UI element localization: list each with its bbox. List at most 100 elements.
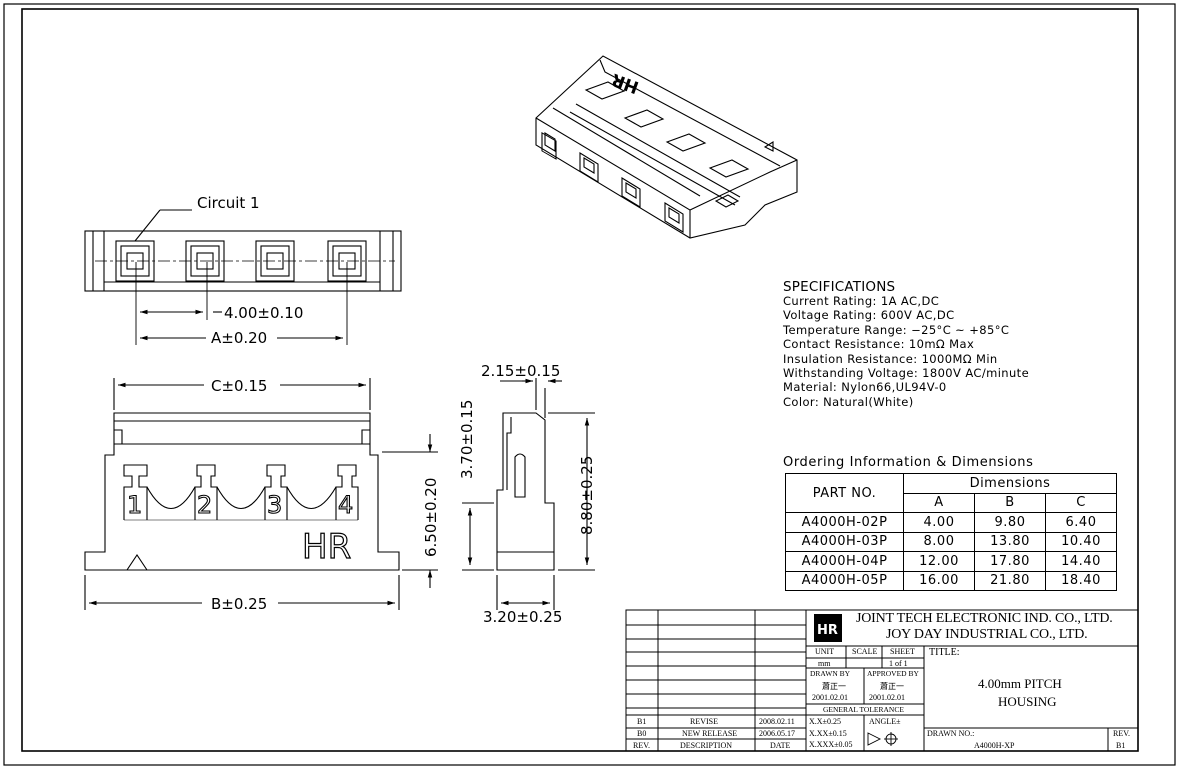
dim-650: 6.50±0.20 <box>422 478 440 557</box>
drawing-no: A4000H-XP <box>974 741 1015 750</box>
revision-rev: B0 <box>637 729 647 738</box>
outer-border <box>3 3 1176 766</box>
a-cell: 8.00 <box>903 531 975 552</box>
spec-line: Material: Nylon66,UL94V-0 <box>783 380 947 395</box>
ordering-table: PART NO. Dimensions A B C A4000H-02P 4.0… <box>785 473 1117 591</box>
approved-date: 2001.02.01 <box>869 693 905 702</box>
revision-rev: B1 <box>637 717 647 726</box>
b-cell: 21.80 <box>974 570 1046 591</box>
date-header: DATE <box>770 741 791 750</box>
col-header: B <box>974 492 1046 513</box>
dim-c: C±0.15 <box>211 377 267 395</box>
revision-desc: REVISE <box>690 717 718 726</box>
drawn-by-label: DRAWN BY <box>810 669 851 678</box>
c-cell: 6.40 <box>1045 512 1117 533</box>
circuit-label: Circuit 1 <box>197 194 260 212</box>
spec-line: Voltage Rating: 600V AC,DC <box>783 308 955 323</box>
company-name-2: JOY DAY INDUSTRIAL CO., LTD. <box>886 627 1088 642</box>
approved-by-label: APPROVED BY <box>867 669 919 678</box>
rev-label: REV. <box>1113 729 1130 738</box>
svg-text:HR: HR <box>609 69 642 97</box>
ordering-title: Ordering Information & Dimensions <box>783 455 1034 470</box>
spec-line: Insulation Resistance: 1000MΩ Min <box>783 351 998 366</box>
pin-numbers: 1 2 3 4 <box>126 490 353 519</box>
dim-370: 3.70±0.15 <box>458 400 476 479</box>
dims-header: Dimensions <box>903 473 1117 494</box>
a-cell: 4.00 <box>903 512 975 533</box>
dimension-labels: Circuit 1 4.00±0.10 A±0.20 C±0.15 B±0.25… <box>197 194 596 626</box>
unit-value: mm <box>818 659 831 668</box>
revision-date: 2008.02.11 <box>759 717 795 726</box>
a-cell: 12.00 <box>903 551 975 572</box>
col-header: C <box>1045 492 1117 513</box>
pin-number: 2 <box>197 491 212 519</box>
company-name-1: JOINT TECH ELECTRONIC IND. CO., LTD. <box>856 611 1113 626</box>
drawn-by-name: 蕭正一 <box>822 682 846 691</box>
col-header: A <box>903 492 975 513</box>
c-cell: 10.40 <box>1045 531 1117 552</box>
title-line-2: HOUSING <box>998 694 1057 709</box>
title-block-grid <box>625 609 1139 752</box>
pin-number: 4 <box>338 491 353 519</box>
pin-number: 3 <box>267 491 282 519</box>
c-cell: 14.40 <box>1045 551 1117 572</box>
dim-320: 3.20±0.25 <box>483 608 562 626</box>
a-cell: 16.00 <box>903 570 975 591</box>
unit-label: UNIT <box>815 647 835 656</box>
dim-b: B±0.25 <box>211 595 267 613</box>
table-row: A4000H-03P 8.00 13.80 10.40 <box>785 531 1117 552</box>
brand-mark: HR <box>302 527 351 567</box>
spec-heading: SPECIFICATIONS <box>783 279 896 295</box>
c-cell: 18.40 <box>1045 570 1117 591</box>
sheet-label: SHEET <box>890 647 915 656</box>
rev-header: REV. <box>633 741 650 750</box>
b-cell: 13.80 <box>974 531 1046 552</box>
isometric-view: HR <box>535 55 798 239</box>
angle-label: ANGLE± <box>869 717 901 726</box>
part-cell: A4000H-02P <box>785 512 904 533</box>
dim-pitch: 4.00±0.10 <box>224 304 303 322</box>
part-header: PART NO. <box>785 473 904 513</box>
table-row: A4000H-02P 4.00 9.80 6.40 <box>785 512 1117 533</box>
angle-symbol <box>867 732 898 746</box>
pin-number: 1 <box>127 491 142 519</box>
part-cell: A4000H-04P <box>785 551 904 572</box>
spec-line: Contact Resistance: 10mΩ Max <box>783 337 975 352</box>
part-cell: A4000H-03P <box>785 531 904 552</box>
top-view-cavities <box>115 240 367 282</box>
drawn-date: 2001.02.01 <box>812 693 848 702</box>
top-view <box>84 209 402 345</box>
part-cell: A4000H-05P <box>785 570 904 591</box>
tolerance-2: X.XX±0.15 <box>809 729 847 738</box>
approved-by-name: 蕭正一 <box>880 682 904 691</box>
revision-date: 2006.05.17 <box>759 729 795 738</box>
spec-line: Current Rating: 1A AC,DC <box>783 294 940 308</box>
scale-label: SCALE <box>852 647 878 656</box>
spec-line: Temperature Range: −25°C ~ +85°C <box>783 322 1010 337</box>
revision-desc: NEW RELEASE <box>682 729 738 738</box>
spec-line: Color: Natural(White) <box>783 394 914 409</box>
tolerance-3: X.XXX±0.05 <box>809 740 853 749</box>
dim-880: 8.80±0.25 <box>578 456 596 535</box>
rev-value: B1 <box>1116 741 1126 750</box>
svg-text:HR: HR <box>817 623 838 638</box>
specifications: SPECIFICATIONS Current Rating: 1A AC,DC … <box>783 280 1029 409</box>
general-tolerance-label: GENERAL TOLERANCE <box>823 705 904 714</box>
b-cell: 9.80 <box>974 512 1046 533</box>
title-line-1: 4.00mm PITCH <box>978 676 1062 691</box>
company-logo: HR <box>814 614 842 642</box>
tolerance-1: X.X±0.25 <box>809 717 841 726</box>
b-cell: 17.80 <box>974 551 1046 572</box>
dim-a: A±0.20 <box>211 329 267 347</box>
inner-border <box>21 8 1139 752</box>
table-row: A4000H-04P 12.00 17.80 14.40 <box>785 551 1117 572</box>
title-label: TITLE: <box>929 647 960 658</box>
sheet-value: 1 of 1 <box>889 659 908 668</box>
table-row: A4000H-05P 16.00 21.80 18.40 <box>785 570 1117 591</box>
dim-215: 2.15±0.15 <box>481 362 560 380</box>
side-view <box>462 378 595 610</box>
front-view <box>84 378 438 610</box>
drawing-no-label: DRAWN NO.: <box>927 729 975 738</box>
spec-line: Withstanding Voltage: 1800V AC/minute <box>783 366 1030 381</box>
